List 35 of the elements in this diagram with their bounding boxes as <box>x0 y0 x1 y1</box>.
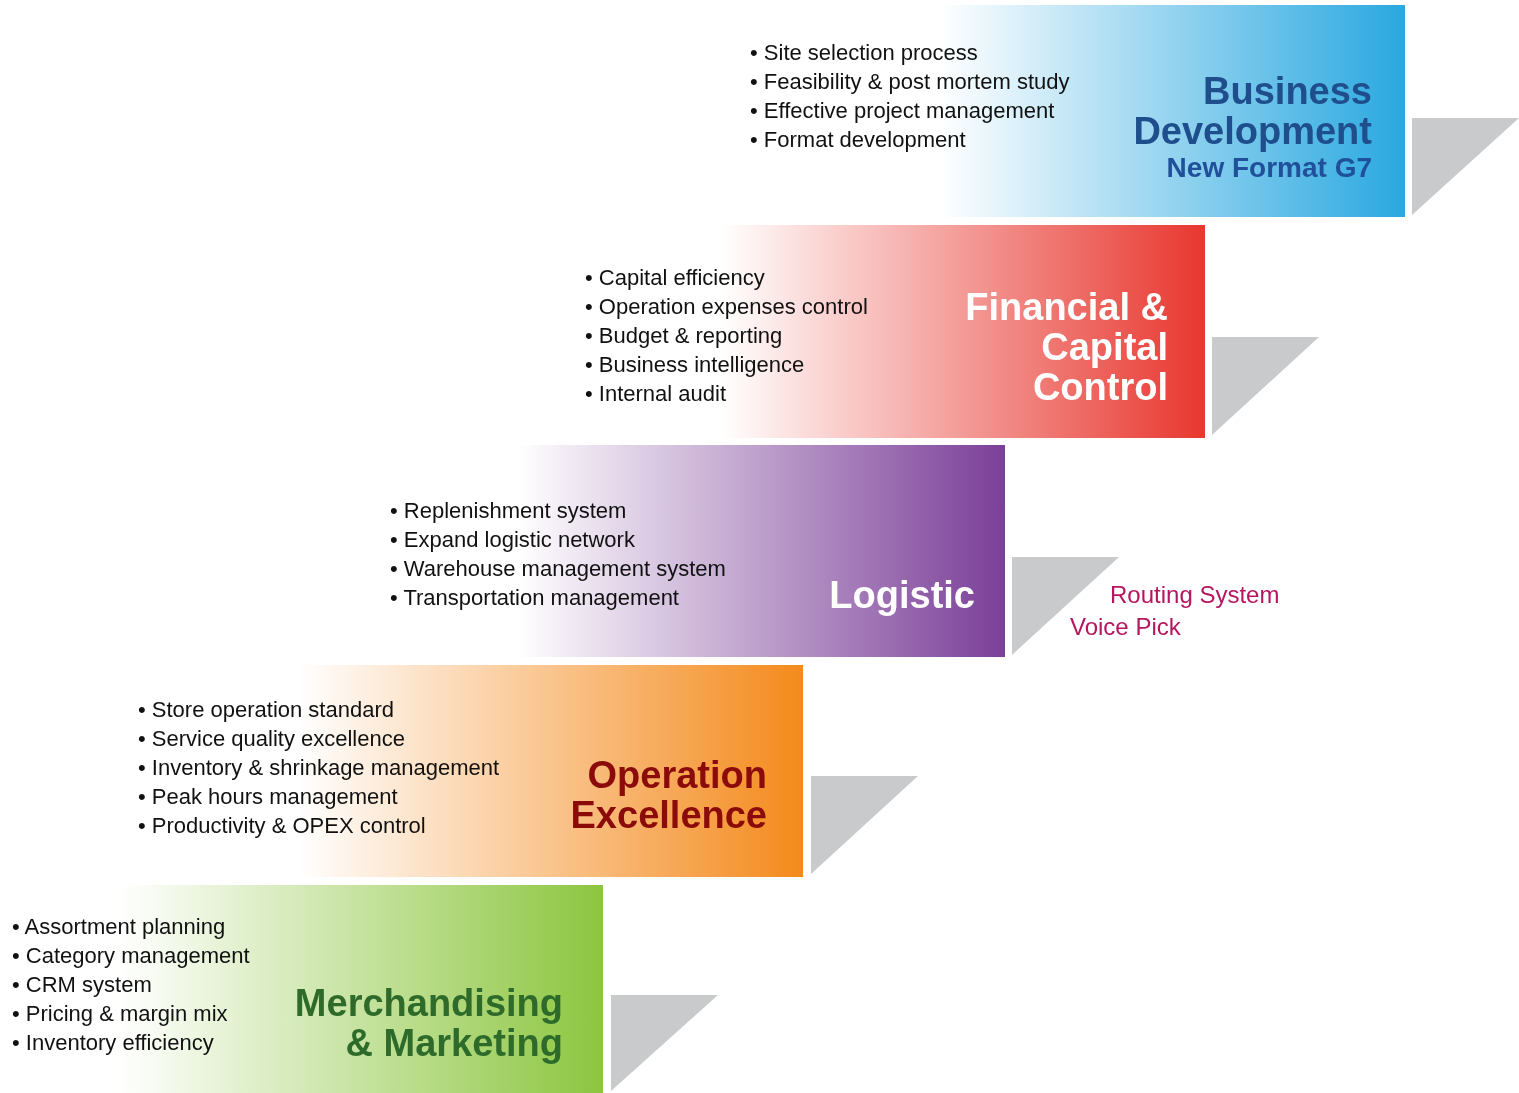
band-title: Operation Excellence <box>569 755 767 835</box>
bullet-item: • Budget & reporting <box>585 322 784 350</box>
bullet-item: • Site selection process <box>750 39 979 67</box>
bullet-item: • Category management <box>12 942 250 970</box>
bullet-item: • Effective project management <box>750 97 1056 125</box>
bullet-item: • Pricing & margin mix <box>12 1000 229 1028</box>
bullet-item: • Inventory efficiency <box>12 1029 215 1057</box>
band-title: Merchandising & Marketing <box>293 983 563 1063</box>
side-note: Voice Pick <box>1070 613 1181 641</box>
bullet-item: • Warehouse management system <box>390 555 726 583</box>
bullet-item: • Transportation management <box>390 584 680 612</box>
bullet-item: • Peak hours management <box>138 783 399 811</box>
bullet-item: • Capital efficiency <box>585 264 766 292</box>
step-wedge <box>811 776 918 874</box>
side-note: Routing System <box>1110 581 1280 609</box>
bullet-item: • Feasibility & post mortem study <box>750 68 1070 96</box>
band-title: Business Development <box>1132 71 1372 151</box>
step-wedge <box>1412 118 1519 215</box>
bullet-item: • Business intelligence <box>585 351 806 379</box>
bullet-item: • Inventory & shrinkage management <box>138 754 500 782</box>
band-title: Logistic <box>828 575 975 615</box>
bullet-item: • CRM system <box>12 971 153 999</box>
bullet-item: • Internal audit <box>585 380 727 408</box>
bullet-item: • Assortment planning <box>12 913 227 941</box>
bullet-item: • Store operation standard <box>138 696 395 724</box>
bullet-item: • Productivity & OPEX control <box>138 812 427 840</box>
bullet-item: • Expand logistic network <box>390 526 636 554</box>
step-wedge <box>611 995 718 1091</box>
bullet-item: • Format development <box>750 126 967 154</box>
bullet-item: • Operation expenses control <box>585 293 868 321</box>
step-wedge <box>1212 337 1319 435</box>
band-title: Financial & Capital Control <box>964 287 1168 407</box>
bullet-item: • Replenishment system <box>390 497 628 525</box>
bullet-item: • Service quality excellence <box>138 725 406 753</box>
band-subtitle: New Format G7 <box>1165 152 1372 185</box>
